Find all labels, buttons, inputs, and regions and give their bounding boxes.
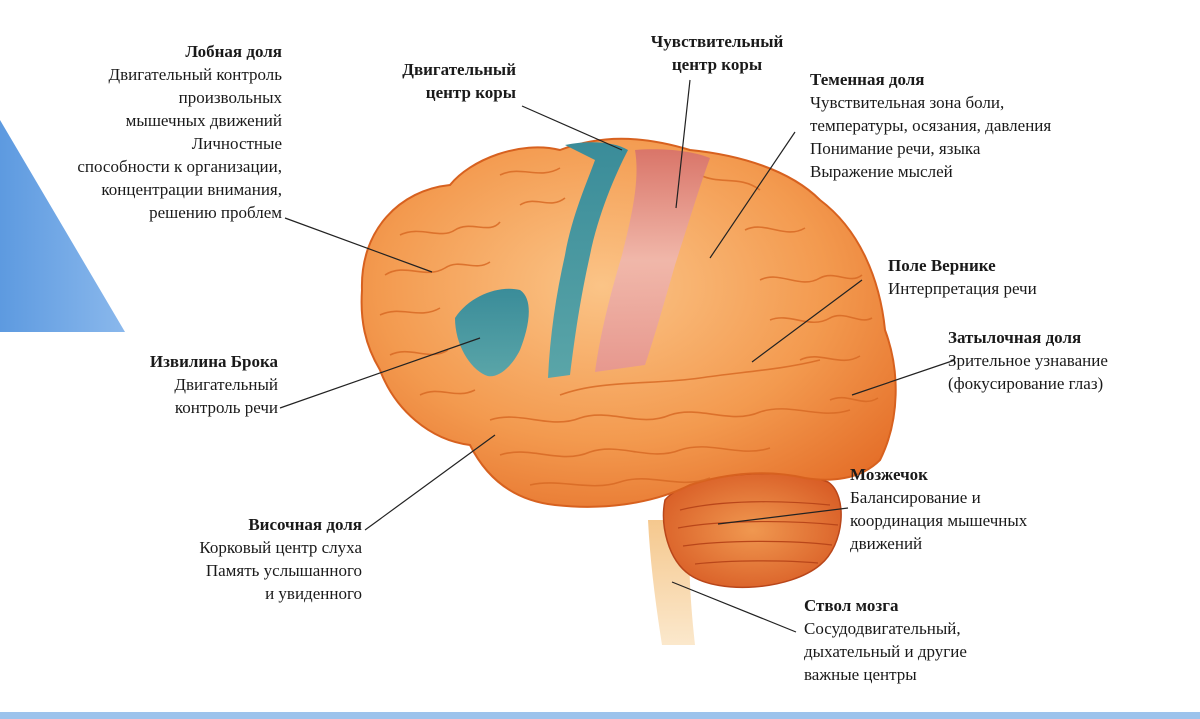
leader-frontal: [284, 217, 433, 273]
broca-area: [455, 288, 529, 377]
label-occipital-lobe: Затылочная доля Зрительное узнавание (фо…: [948, 326, 1188, 395]
broca-area-line: Двигательный: [174, 375, 278, 394]
brain-stem-line: дыхательный и другие: [804, 642, 967, 661]
decorative-bottom-bar: [0, 712, 1200, 719]
frontal-lobe-title: Лобная доля: [185, 42, 282, 61]
temporal-lobe-title: Височная доля: [248, 515, 362, 534]
frontal-lobe-line: решению проблем: [149, 203, 282, 222]
decorative-triangle: [0, 120, 125, 332]
leader-brainstem: [671, 581, 797, 633]
frontal-lobe-line: концентрации внимания,: [101, 180, 282, 199]
motor-cortex-title: центр коры: [425, 83, 516, 102]
leader-occipital: [851, 359, 956, 396]
cerebellum-folds: [677, 501, 839, 565]
parietal-lobe-line: Выражение мыслей: [810, 162, 953, 181]
temporal-lobe-line: Память услышанного: [205, 561, 362, 580]
leader-wernicke: [751, 279, 863, 363]
label-frontal-lobe: Лобная доля Двигательный контроль произв…: [20, 40, 282, 224]
leader-cerebellum: [717, 507, 849, 525]
label-motor-cortex: Двигательный центр коры: [350, 58, 516, 104]
brain-stem-line: Сосудодвигательный,: [804, 619, 961, 638]
label-parietal-lobe: Теменная доля Чувствительная зона боли, …: [810, 68, 1130, 183]
label-brain-stem: Ствол мозга Сосудодвигательный, дыхатель…: [804, 594, 1044, 686]
temporal-lobe-line: и увиденного: [265, 584, 362, 603]
motor-cortex-strip: [548, 142, 628, 378]
sensory-cortex-title: Чувствительный: [650, 32, 784, 51]
parietal-lobe-title: Теменная доля: [810, 70, 925, 89]
temporal-lobe-line: Корковый центр слуха: [199, 538, 362, 557]
occipital-lobe-line: (фокусирование глаз): [948, 374, 1104, 393]
frontal-lobe-line: Личностные: [191, 134, 282, 153]
label-sensory-cortex: Чувствительный центр коры: [620, 30, 814, 76]
occipital-lobe-title: Затылочная доля: [948, 328, 1082, 347]
label-wernicke-area: Поле Вернике Интерпретация речи: [888, 254, 1148, 300]
brain-stem-title: Ствол мозга: [804, 596, 899, 615]
label-broca-area: Извилина Брока Двигательный контроль реч…: [80, 350, 278, 419]
parietal-lobe-line: Понимание речи, языка: [810, 139, 981, 158]
cerebellum: [662, 472, 842, 589]
parietal-lobe-line: температуры, осязания, давления: [810, 116, 1052, 135]
leader-broca: [279, 337, 481, 409]
frontal-lobe-line: Двигательный контроль: [108, 65, 282, 84]
parietal-lobe-line: Чувствительная зона боли,: [810, 93, 1005, 112]
brain-stem-line: важные центры: [804, 665, 917, 684]
leader-parietal: [709, 131, 796, 259]
sensory-cortex-strip: [595, 149, 710, 372]
broca-area-line: контроль речи: [174, 398, 278, 417]
label-cerebellum: Мозжечок Балансирование и координация мы…: [850, 463, 1090, 555]
motor-cortex-title: Двигательный: [402, 60, 516, 79]
cerebellum-title: Мозжечок: [850, 465, 928, 484]
frontal-lobe-line: способности к организации,: [77, 157, 282, 176]
frontal-lobe-line: мышечных движений: [125, 111, 282, 130]
occipital-lobe-line: Зрительное узнавание: [948, 351, 1108, 370]
leader-temporal: [364, 434, 496, 531]
sensory-cortex-title: центр коры: [671, 55, 763, 74]
cerebellum-line: Балансирование и: [850, 488, 981, 507]
frontal-lobe-line: произвольных: [178, 88, 282, 107]
wernicke-area-title: Поле Вернике: [888, 256, 996, 275]
broca-area-title: Извилина Брока: [149, 352, 278, 371]
leader-sensory: [675, 79, 691, 209]
leader-lines: [279, 79, 956, 633]
wernicke-area-line: Интерпретация речи: [888, 279, 1037, 298]
cerebellum-line: координация мышечных: [850, 511, 1028, 530]
cerebellum-line: движений: [850, 534, 923, 553]
leader-motor: [521, 105, 623, 151]
gyri-texture: [379, 167, 879, 487]
label-temporal-lobe: Височная доля Корковый центр слуха Памят…: [120, 513, 362, 605]
